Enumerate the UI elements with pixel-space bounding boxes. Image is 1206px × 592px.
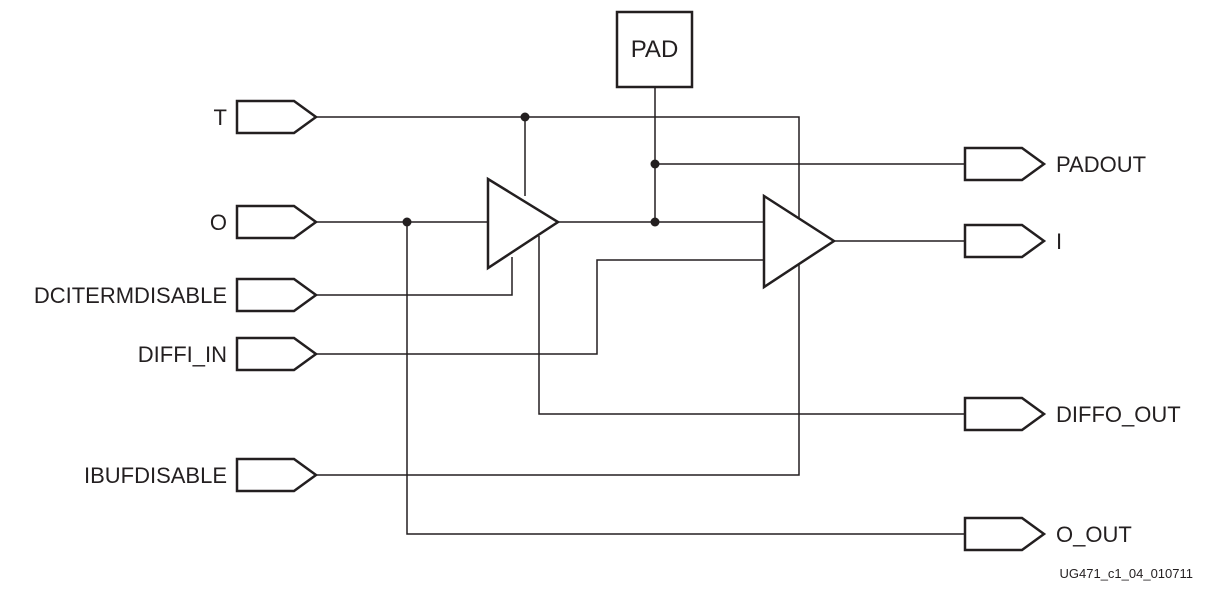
figure-id: UG471_c1_04_010711 xyxy=(1060,566,1194,581)
output-port-o-out: O_OUT xyxy=(963,516,1132,552)
input-port-o: O xyxy=(210,204,319,240)
junctions xyxy=(402,112,660,227)
port-label-o-out: O_OUT xyxy=(1056,522,1132,547)
port-connector xyxy=(235,204,319,240)
port-label-diffi-in: DIFFI_IN xyxy=(138,342,227,367)
input-port-diffi-in: DIFFI_IN xyxy=(138,336,319,372)
port-connector xyxy=(963,146,1047,182)
wires xyxy=(316,87,965,535)
port-connector xyxy=(235,99,319,135)
output-port-padout: PADOUT xyxy=(963,146,1146,182)
port-connector xyxy=(963,223,1047,259)
output-port-i: I xyxy=(963,223,1062,259)
pad-box xyxy=(615,10,694,89)
junction-dot xyxy=(520,112,530,122)
output-port-diffo-out: DIFFO_OUT xyxy=(963,396,1181,432)
input-port-ibufdisable: IBUFDISABLE xyxy=(84,457,319,493)
port-label-diffo-out: DIFFO_OUT xyxy=(1056,402,1181,427)
port-connector xyxy=(963,516,1047,552)
input-buffer xyxy=(762,193,837,290)
output-buffer xyxy=(486,176,561,271)
input-port-dcitermdisable: DCITERMDISABLE xyxy=(34,277,319,313)
wire-diffo-out xyxy=(538,236,965,415)
wire-diffi-in xyxy=(316,259,764,355)
input-port-t: T xyxy=(214,99,319,135)
port-label-padout: PADOUT xyxy=(1056,152,1146,177)
port-connector xyxy=(235,457,319,493)
port-label-t: T xyxy=(214,105,227,130)
port-label-o: O xyxy=(210,210,227,235)
port-connector xyxy=(235,336,319,372)
wire-o-out xyxy=(406,222,965,535)
wire-t xyxy=(316,116,800,476)
port-label-ibufdisable: IBUFDISABLE xyxy=(84,463,227,488)
junction-dot xyxy=(402,217,412,227)
pad-block: PAD xyxy=(615,10,694,89)
wire-dcitermdisable xyxy=(316,257,513,296)
junction-dot xyxy=(650,217,660,227)
port-connector xyxy=(963,396,1047,432)
port-label-dcitermdisable: DCITERMDISABLE xyxy=(34,283,227,308)
port-label-i: I xyxy=(1056,229,1062,254)
port-connector xyxy=(235,277,319,313)
junction-dot xyxy=(650,159,660,169)
pad-label: PAD xyxy=(631,36,679,63)
